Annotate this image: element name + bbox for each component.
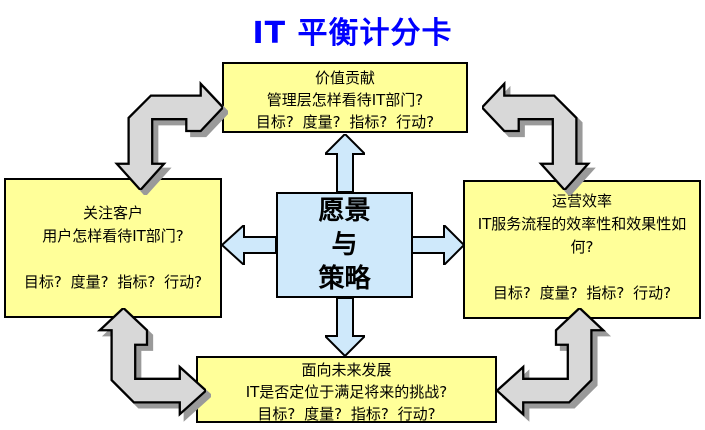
bent-double-arrow-top-right-icon (482, 72, 600, 190)
box-heading: 关注客户 (82, 204, 143, 222)
bent-double-arrow-top-left-icon (105, 72, 223, 190)
box-heading: 面向未来发展 (301, 361, 392, 379)
perspective-box-operational-efficiency: 运营效率 IT服务流程的效率性和效果性如何? 目标? 度量? 指标? 行动? (463, 180, 701, 319)
perspective-box-value-contribution: 价值贡献 管理层怎样看待IT部门? 目标? 度量? 指标? 行动? (222, 62, 468, 133)
box-metrics: 目标? 度量? 指标? 行动? (255, 113, 435, 131)
right-arrow-icon (412, 225, 464, 265)
perspective-box-future-orientation: 面向未来发展 IT是否定位于满足将来的挑战? 目标? 度量? 指标? 行动? (196, 356, 497, 423)
box-metrics: 目标? 度量? 指标? 行动? (23, 273, 203, 291)
box-heading: 运营效率 (551, 192, 612, 210)
box-metrics: 目标? 度量? 指标? 行动? (492, 284, 672, 302)
box-metrics: 目标? 度量? 指标? 行动? (257, 405, 436, 423)
left-arrow-icon (222, 225, 276, 265)
bent-double-arrow-bottom-left-icon (88, 308, 206, 426)
box-question: 用户怎样看待IT部门? (42, 227, 184, 245)
center-line: 与 (331, 230, 358, 260)
box-question: IT服务流程的效率性和效果性如何? (477, 215, 687, 256)
box-question: 管理层怎样看待IT部门? (266, 91, 424, 109)
blank-line (6, 248, 220, 271)
vision-strategy-box: 愿景 与 策略 (276, 192, 413, 298)
bent-double-arrow-bottom-right-icon (497, 308, 615, 426)
center-line: 策略 (318, 264, 371, 294)
center-line: 愿景 (318, 196, 371, 226)
perspective-box-customer-focus: 关注客户 用户怎样看待IT部门? 目标? 度量? 指标? 行动? (4, 178, 222, 318)
up-arrow-icon (325, 134, 365, 192)
diagram-title: IT 平衡计分卡 (252, 16, 453, 51)
box-question: IT是否定位于满足将来的挑战? (245, 383, 448, 401)
down-arrow-icon (325, 298, 365, 356)
blank-line (473, 259, 691, 282)
box-heading: 价值贡献 (314, 69, 375, 87)
